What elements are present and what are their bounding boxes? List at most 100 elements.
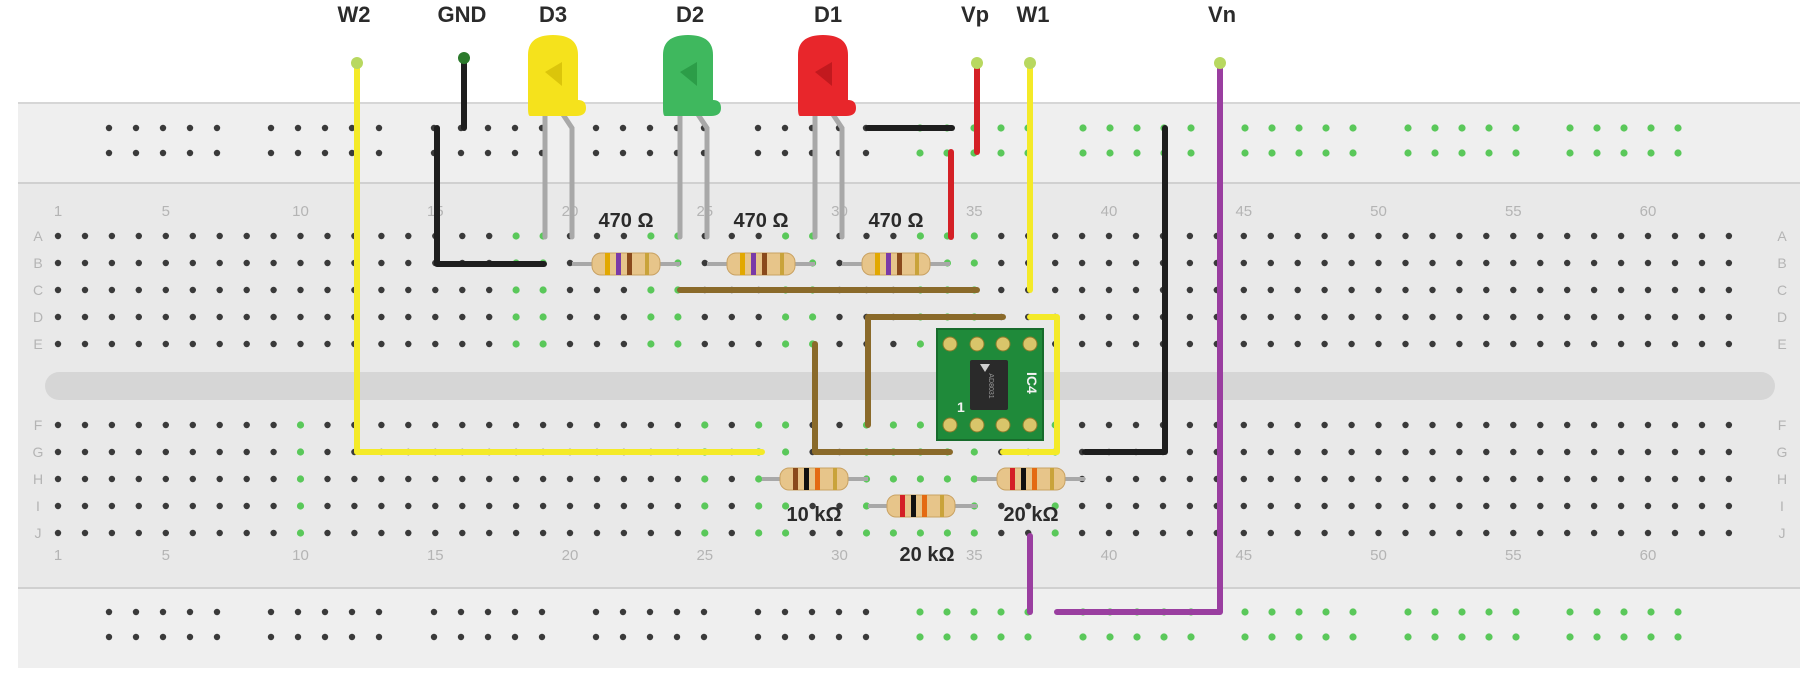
breadboard-hole — [1671, 421, 1679, 429]
breadboard-hole — [1186, 232, 1194, 240]
breadboard-hole — [1321, 502, 1328, 510]
breadboard-hole — [1456, 502, 1463, 510]
breadboard-hole — [189, 340, 196, 348]
breadboard-hole — [1456, 286, 1463, 294]
breadboard-hole — [1620, 124, 1628, 132]
breadboard-hole — [889, 475, 898, 483]
breadboard-hole — [1402, 286, 1409, 294]
breadboard-hole — [378, 232, 385, 240]
breadboard-hole — [459, 421, 466, 429]
breadboard-hole — [647, 232, 655, 240]
breadboard-hole — [159, 149, 167, 157]
label-r-d1: 470 Ω — [869, 210, 924, 232]
breadboard-hole — [1078, 502, 1086, 510]
breadboard-hole — [728, 529, 735, 537]
breadboard-hole — [1698, 232, 1706, 240]
breadboard-hole — [486, 421, 493, 429]
breadboard-hole — [54, 529, 62, 537]
breadboard-hole — [296, 529, 305, 537]
breadboard-hole — [1510, 421, 1517, 429]
breadboard-hole — [646, 633, 654, 641]
breadboard-hole — [1186, 340, 1194, 348]
breadboard-hole — [1267, 529, 1275, 537]
breadboard-hole — [270, 502, 277, 510]
breadboard-hole — [674, 313, 682, 321]
breadboard-hole — [1240, 313, 1248, 321]
column-number: 35 — [966, 547, 983, 564]
row-letter: A — [33, 228, 43, 244]
breadboard-hole — [1566, 633, 1574, 641]
breadboard-hole — [405, 232, 412, 240]
breadboard-hole — [1458, 633, 1466, 641]
breadboard-hole — [1268, 124, 1276, 132]
breadboard-hole — [619, 633, 627, 641]
breadboard-hole — [189, 448, 196, 456]
breadboard-hole — [1240, 340, 1248, 348]
wire-vn-purple — [1054, 60, 1223, 615]
breadboard-hole — [108, 313, 116, 321]
breadboard-hole — [486, 232, 493, 240]
breadboard-hole — [1267, 475, 1275, 483]
breadboard-hole — [81, 340, 89, 348]
wire-brown-loop — [865, 314, 1006, 428]
breadboard-hole — [1537, 502, 1544, 510]
breadboard-hole — [1132, 502, 1140, 510]
breadboard-hole — [459, 313, 466, 321]
breadboard-hole — [189, 232, 196, 240]
breadboard-hole — [1321, 313, 1328, 321]
breadboard-hole — [294, 149, 302, 157]
breadboard-hole — [701, 475, 709, 483]
breadboard-hole — [1590, 475, 1598, 483]
resistor-10k — [762, 467, 868, 491]
column-number: 5 — [162, 547, 170, 564]
breadboard-hole — [1456, 259, 1463, 267]
breadboard-hole — [512, 475, 520, 483]
breadboard-hole — [916, 232, 925, 240]
breadboard-hole — [1698, 313, 1706, 321]
breadboard-hole — [1564, 421, 1571, 429]
column-number: 35 — [966, 203, 983, 220]
breadboard-hole — [216, 421, 223, 429]
breadboard-hole — [1429, 421, 1436, 429]
breadboard-hole — [943, 529, 952, 537]
breadboard-hole — [1431, 124, 1439, 132]
breadboard-hole — [1078, 259, 1086, 267]
breadboard-hole — [970, 232, 978, 240]
breadboard-hole — [484, 608, 492, 616]
breadboard-hole — [1375, 448, 1382, 456]
breadboard-hole — [432, 313, 439, 321]
label-r-d3: 470 Ω — [599, 210, 654, 232]
breadboard-hole — [486, 502, 493, 510]
row-letter: A — [1777, 228, 1787, 244]
breadboard-hole — [108, 340, 116, 348]
breadboard-hole — [539, 286, 547, 294]
breadboard-hole — [592, 608, 600, 616]
breadboard-hole — [432, 475, 439, 483]
breadboard-hole — [647, 421, 655, 429]
breadboard-hole — [728, 313, 735, 321]
breadboard-hole — [270, 286, 277, 294]
breadboard-hole — [348, 608, 356, 616]
breadboard-hole — [1537, 448, 1544, 456]
breadboard-hole — [1512, 633, 1520, 641]
breadboard-hole — [620, 340, 628, 348]
breadboard-hole — [512, 340, 520, 348]
breadboard-hole — [566, 340, 574, 348]
label-r-d2: 470 Ω — [734, 210, 789, 232]
breadboard-hole — [243, 232, 250, 240]
resistor-470-d2 — [707, 252, 815, 276]
breadboard-hole — [593, 529, 601, 537]
resistors — [572, 252, 1085, 518]
breadboard-hole — [430, 608, 438, 616]
breadboard-hole — [405, 340, 412, 348]
breadboard-hole — [162, 502, 169, 510]
breadboard-hole — [862, 149, 870, 157]
breadboard-hole — [1537, 529, 1544, 537]
breadboard-hole — [1267, 502, 1275, 510]
breadboard-hole — [1159, 502, 1167, 510]
breadboard-hole — [294, 124, 302, 132]
opamp-module: 1 IC4 AD8031 — [936, 328, 1044, 441]
breadboard-hole — [405, 529, 412, 537]
breadboard-hole — [1240, 448, 1248, 456]
